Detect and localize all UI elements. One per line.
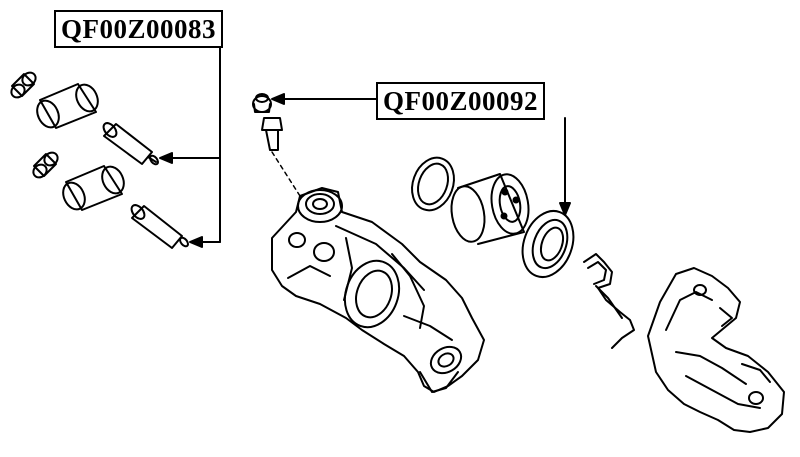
lower-dust-boot [62,165,125,211]
anti-rattle-clip [583,253,635,349]
piston-dust-boot [521,210,575,278]
upper-guide-pin-set [10,71,159,166]
piston-seal-ring [411,156,455,212]
piston [450,173,530,245]
lower-bushing-cap [32,151,59,179]
upper-guide-pin [102,122,159,166]
lower-guide-pin [130,204,189,249]
leader-lines-part-b [271,93,571,216]
part-number-label-qf00z00092: QF00Z00092 [376,82,546,120]
upper-bushing-cap [10,71,37,99]
part-number-label-qf00z00083: QF00Z00083 [54,10,224,48]
upper-dust-boot [36,83,99,129]
lower-guide-pin-set [32,151,189,249]
bleeder-cap-and-screw [252,93,301,197]
caliper-body [271,187,485,393]
caliper-bracket [647,267,785,433]
leader-lines-part-a [159,43,221,248]
